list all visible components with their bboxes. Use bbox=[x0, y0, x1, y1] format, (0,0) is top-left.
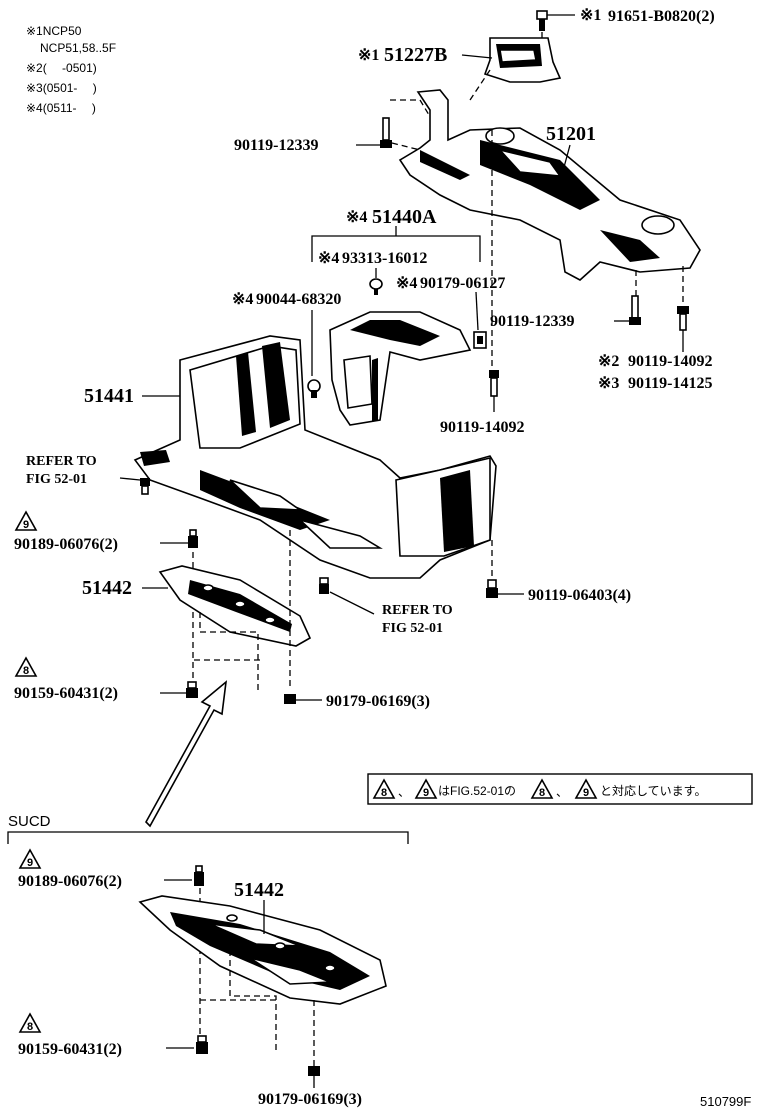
legend-box: 8 、 9 はFIG.52-01の 8 、 9 と対応しています。 bbox=[367, 773, 753, 805]
label-51227b: 51227B bbox=[384, 44, 447, 66]
label-90119-14092-right-mark: ※2 bbox=[598, 353, 619, 370]
sucd-label: SUCD bbox=[8, 813, 51, 830]
legend-text-2: と対応しています。 bbox=[600, 784, 706, 798]
label-90159-60431-bottom: 90159-60431(2) bbox=[18, 1041, 122, 1058]
clip-90189-top bbox=[188, 529, 198, 548]
refer-center-line1: REFER TO bbox=[382, 603, 453, 618]
label-90179-06127-mark: ※4 bbox=[396, 275, 417, 292]
note-line-1: ※1NCP50 bbox=[26, 24, 82, 38]
note-line-5: ※4(0511- ) bbox=[26, 101, 96, 115]
clip-90044 bbox=[307, 379, 321, 398]
label-90044-mark: ※4 bbox=[232, 291, 253, 308]
svg-text:9: 9 bbox=[27, 857, 33, 869]
triangle-8-marker-top: 8 bbox=[14, 656, 38, 677]
label-90119-14125: 90119-14125 bbox=[628, 375, 712, 392]
legend-tri-8b: 8 bbox=[539, 787, 545, 799]
label-51201: 51201 bbox=[546, 123, 596, 145]
bracket-51227b bbox=[483, 37, 562, 83]
label-90179-06169-top: 90179-06169(3) bbox=[326, 693, 430, 710]
label-93313: 93313-16012 bbox=[342, 250, 427, 267]
bolt-90119-12339-top bbox=[380, 117, 392, 148]
bolt-90119-14092-center bbox=[489, 370, 499, 397]
bolt-91651 bbox=[536, 10, 548, 31]
label-51440a: 51440A bbox=[372, 206, 437, 228]
nut-90179-06127 bbox=[473, 331, 487, 349]
label-90119-14125-mark: ※3 bbox=[598, 375, 619, 392]
crossmember-51201 bbox=[398, 89, 701, 281]
bolt-90159-bottom bbox=[196, 1035, 208, 1054]
refer-left-line1: REFER TO bbox=[26, 454, 97, 469]
label-90119-12339-top: 90119-12339 bbox=[234, 137, 318, 154]
label-51227b-mark: ※1 bbox=[358, 47, 379, 64]
label-90119-14092-center: 90119-14092 bbox=[440, 419, 524, 436]
label-90189-06076-bottom: 90189-06076(2) bbox=[18, 873, 122, 890]
label-90179-06169-bottom: 90179-06169(3) bbox=[258, 1091, 362, 1108]
label-93313-mark: ※4 bbox=[318, 250, 339, 267]
label-90179-06127: 90179-06127 bbox=[420, 275, 505, 292]
legend-tri-8: 8 bbox=[381, 787, 387, 799]
bolt-90119-12339-right bbox=[629, 295, 641, 325]
refer-left-line2: FIG 52-01 bbox=[26, 472, 87, 487]
legend-sep-1: 、 bbox=[398, 785, 410, 799]
legend-sep-2: 、 bbox=[556, 785, 568, 799]
label-51442-bottom: 51442 bbox=[234, 879, 284, 901]
label-90119-12339-right: 90119-12339 bbox=[490, 313, 574, 330]
triangle-9-marker-bottom: 9 bbox=[18, 848, 42, 869]
figure-number: 510799F bbox=[700, 1094, 751, 1109]
legend-tri-9b: 9 bbox=[583, 787, 589, 799]
legend-text-1: はFIG.52-01の bbox=[438, 784, 516, 798]
clip-90189-bottom bbox=[194, 865, 204, 886]
label-90119-06403: 90119-06403(4) bbox=[528, 587, 631, 604]
note-line-4: ※3(0501- ) bbox=[26, 81, 97, 95]
label-51442-top: 51442 bbox=[82, 577, 132, 599]
label-51441: 51441 bbox=[84, 385, 134, 407]
under-cover-51442-top bbox=[158, 565, 312, 647]
svg-text:9: 9 bbox=[23, 519, 29, 531]
nut-90179-06169-bottom bbox=[308, 1066, 320, 1076]
clip-93313 bbox=[369, 278, 383, 295]
nut-90179-06169-top bbox=[284, 694, 296, 704]
note-line-3: ※2( -0501) bbox=[26, 61, 97, 75]
svg-text:8: 8 bbox=[27, 1021, 33, 1033]
label-90159-60431-top: 90159-60431(2) bbox=[14, 685, 118, 702]
refer-center-line2: FIG 52-01 bbox=[382, 621, 443, 636]
under-cover-51441 bbox=[133, 335, 497, 579]
bolt-refer-left bbox=[140, 478, 150, 495]
label-90189-06076-top: 90189-06076(2) bbox=[14, 536, 118, 553]
legend-tri-9: 9 bbox=[423, 787, 429, 799]
under-cover-51442-bottom bbox=[138, 895, 387, 1005]
triangle-9-marker-top: 9 bbox=[14, 510, 38, 531]
bolt-90159-top bbox=[186, 681, 198, 698]
label-51440a-mark: ※4 bbox=[346, 209, 367, 226]
label-90044: 90044-68320 bbox=[256, 291, 341, 308]
triangle-8-marker-bottom: 8 bbox=[18, 1012, 42, 1033]
bolt-90119-06403 bbox=[486, 579, 498, 598]
bolt-90119-14092-right bbox=[677, 306, 689, 331]
label-90119-14092-right: 90119-14092 bbox=[628, 353, 712, 370]
arrow-to-sucd-detail bbox=[145, 680, 228, 828]
label-91651-mark: ※1 bbox=[580, 7, 601, 24]
bolt-refer-center bbox=[319, 577, 329, 594]
label-91651: 91651-B0820(2) bbox=[608, 8, 715, 25]
note-line-2: NCP51,58..5F bbox=[40, 41, 116, 55]
svg-text:8: 8 bbox=[23, 665, 29, 677]
cover-51440a bbox=[329, 311, 472, 426]
